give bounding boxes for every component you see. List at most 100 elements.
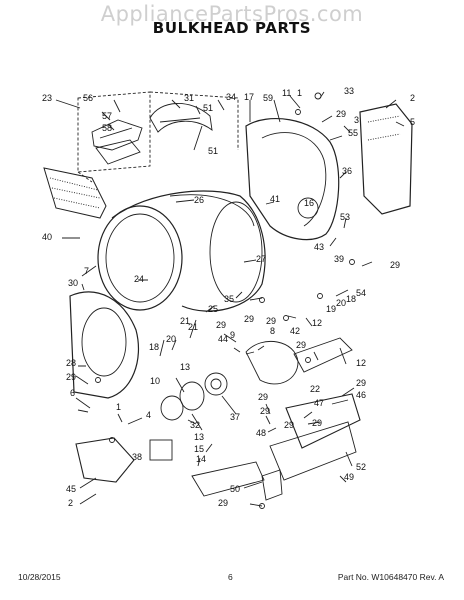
callout-22: 22: [310, 384, 320, 394]
callout-39: 39: [334, 254, 344, 264]
callout-59: 59: [263, 93, 273, 103]
seal-ring-10: [160, 395, 184, 421]
callout-29b: 29: [390, 260, 400, 270]
callout-41: 41: [270, 194, 280, 204]
callout-29k: 29: [260, 406, 270, 416]
callout-6: 6: [70, 388, 75, 398]
callout-11: 11: [282, 88, 291, 98]
callout-18a: 18: [346, 294, 356, 304]
footer-date: 10/28/2015: [18, 572, 61, 582]
callout-18b: 18: [149, 342, 159, 352]
base-rail-14: [191, 461, 265, 497]
bracket-51: [149, 103, 213, 133]
callout-29g: 29: [66, 372, 76, 382]
drum-body: [111, 190, 266, 312]
callout-49: 49: [344, 472, 354, 482]
callout-20b: 20: [166, 334, 176, 344]
callout-31: 31: [184, 93, 194, 103]
base-rail-49: [269, 421, 357, 481]
filter-screen-40: [43, 167, 107, 219]
callout-48: 48: [256, 428, 266, 438]
callout-51a: 51: [203, 103, 213, 113]
callout-12: 12: [312, 318, 322, 328]
callout-40: 40: [42, 232, 52, 242]
parts-group-box: [77, 91, 151, 173]
callout-34: 34: [226, 92, 236, 102]
callout-33: 33: [344, 86, 354, 96]
footer-page-number: 6: [228, 572, 233, 582]
callout-17: 17: [244, 92, 254, 102]
callout-36: 36: [342, 166, 352, 176]
callout-9: 9: [230, 330, 235, 340]
callout-52: 52: [356, 462, 366, 472]
callout-13b: 13: [194, 432, 204, 442]
callout-30: 30: [68, 278, 78, 288]
blower-housing: [245, 341, 299, 385]
callout-8: 8: [270, 326, 275, 336]
callout-44: 44: [218, 334, 228, 344]
drum-rear: [209, 201, 263, 303]
blower-wheel: [204, 372, 228, 396]
bracket-57: [91, 119, 143, 151]
page-title: BULKHEAD PARTS: [152, 19, 312, 37]
callout-19: 19: [326, 304, 336, 314]
callout-16: 16: [304, 198, 314, 208]
callout-29f: 29: [296, 340, 306, 350]
callout-53: 53: [340, 212, 350, 222]
callout-29i: 29: [258, 392, 268, 402]
callout-28: 28: [66, 358, 76, 368]
callout-21b: 21: [180, 316, 190, 326]
callout-56: 56: [83, 93, 93, 103]
callout-29d: 29: [216, 320, 226, 330]
callout-15: 15: [194, 444, 204, 454]
callout-51b: 51: [208, 146, 218, 156]
callout-47: 47: [314, 398, 324, 408]
callout-27: 27: [256, 254, 266, 264]
callout-5: 5: [410, 117, 415, 127]
watermark: AppliancePartsPros.com: [100, 2, 364, 26]
callout-55: 55: [348, 128, 358, 138]
callout-2a: 2: [410, 93, 415, 103]
callout-21a: 21: [188, 322, 198, 332]
callout-35: 35: [224, 294, 234, 304]
callout-58: 58: [102, 123, 112, 133]
rear-panel: [359, 103, 413, 215]
callout-43: 43: [314, 242, 324, 252]
callout-37: 37: [230, 412, 240, 422]
callout-46: 46: [356, 390, 366, 400]
callout-54: 54: [356, 288, 366, 298]
callout-50: 50: [230, 484, 240, 494]
front-bulkhead: [69, 291, 140, 399]
callout-14: 14: [196, 454, 206, 464]
callout-38: 38: [132, 452, 142, 462]
callout-32: 32: [190, 420, 200, 430]
base-rail-52: [285, 393, 361, 449]
callout-24: 24: [134, 274, 144, 284]
lower-duct: [75, 437, 135, 483]
callout-10: 10: [150, 376, 160, 386]
callout-42: 42: [290, 326, 300, 336]
callout-29j: 29: [312, 418, 322, 428]
callout-1: 1: [297, 88, 302, 98]
callout-57: 57: [102, 111, 112, 121]
callout-45: 45: [66, 484, 76, 494]
footer-part-number: Part No. W10648470 Rev. A: [337, 572, 444, 582]
callout-2b: 2: [68, 498, 73, 508]
wire-harness-38: [149, 439, 173, 461]
callout-7: 7: [84, 266, 89, 276]
callout-13: 13: [180, 362, 190, 372]
bracket-58: [95, 139, 141, 165]
callout-labels: 23 56 57 58 31 34 51 51 17 59 11 1 33 29…: [42, 86, 415, 508]
callout-3: 3: [354, 115, 359, 125]
callout-29l: 29: [284, 420, 294, 430]
callout-29h: 29: [356, 378, 366, 388]
heater-duct: [293, 337, 353, 373]
callout-29a: 29: [336, 109, 346, 119]
callout-23: 23: [42, 93, 52, 103]
callout-29c: 29: [244, 314, 254, 324]
bracket-50: [261, 469, 283, 501]
seal-ring-13: [179, 381, 205, 411]
rear-bulkhead: [245, 117, 340, 241]
callout-1b: 1: [116, 402, 121, 412]
